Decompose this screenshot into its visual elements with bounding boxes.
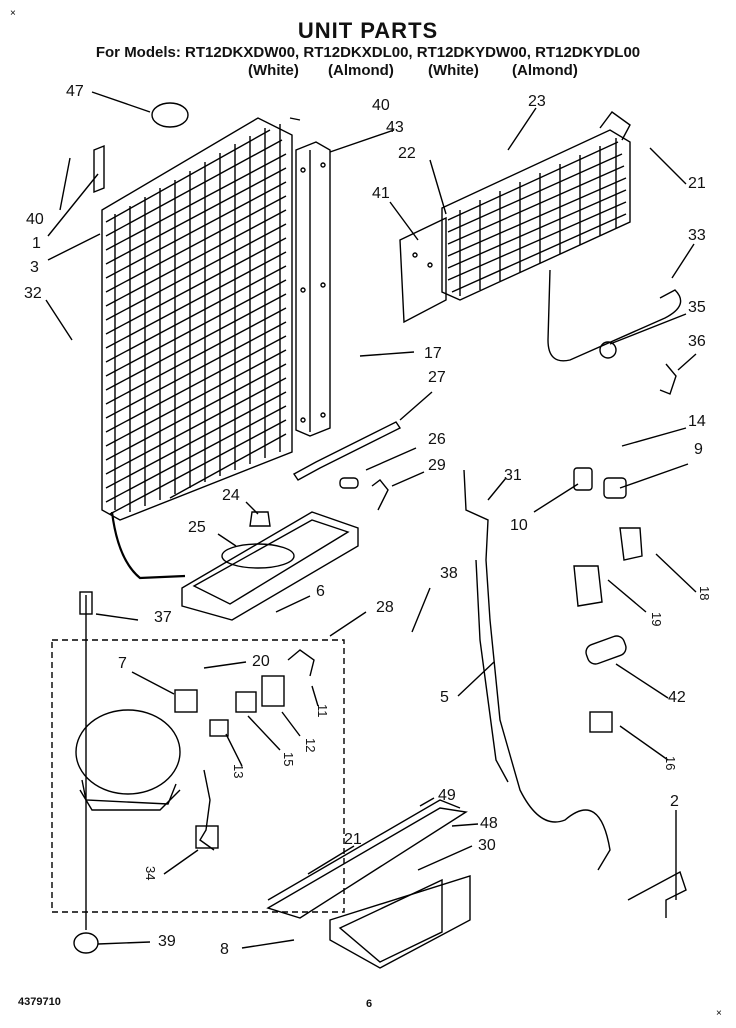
callout-7: 7 [118,655,127,672]
callout-37: 37 [154,609,172,626]
callout-30: 30 [478,837,496,854]
callout-43: 43 [386,119,404,136]
callout-5: 5 [440,689,449,706]
defrost-tube [547,269,682,362]
callout-38: 38 [440,565,458,582]
svg-text:×: × [10,8,16,19]
callout-26: 26 [428,431,446,448]
callout-24: 24 [222,487,240,504]
wrench [627,870,687,918]
clip [371,479,389,511]
callout-34: 34 [143,866,158,881]
callout-31: 31 [504,467,522,484]
callout-8: 8 [220,941,229,958]
callout-29: 29 [428,457,446,474]
heater-clip [603,477,627,499]
damper [151,102,189,128]
callout-12: 12 [303,738,318,753]
callout-6: 6 [316,583,325,600]
callout-15: 15 [281,752,296,767]
capacitor [585,635,627,665]
overload [235,691,257,713]
terminal-cover [209,719,229,737]
callout-33: 33 [688,227,706,244]
callout-28: 28 [376,599,394,616]
callout-40-top: 40 [372,97,390,114]
switch-19 [573,565,603,607]
condenser-bracket [295,141,331,437]
callout-42: 42 [668,689,686,706]
mounting-bolt [79,591,93,615]
callout-32: 32 [24,285,42,302]
callout-39: 39 [158,933,176,950]
color-label-almond-1: (Almond) [328,62,394,79]
callout-21-top: 21 [688,175,706,192]
callout-16: 16 [663,756,678,771]
callout-2: 2 [670,793,679,810]
page-number: 6 [366,998,373,1010]
callout-20: 20 [252,653,270,670]
callout-47: 47 [66,83,84,100]
drip-pan [181,511,359,621]
compressor [75,689,198,811]
thermistor [573,467,593,491]
callout-1: 1 [32,235,41,252]
color-label-white-1: (White) [248,62,299,79]
compressor-base [266,799,471,969]
callout-48: 48 [480,815,498,832]
clip-36 [659,363,677,395]
tube-section [475,559,509,783]
callout-14: 14 [688,413,706,430]
harness-connector [195,825,219,849]
callout-19: 19 [649,612,664,627]
terminal-16 [589,711,613,733]
callout-3: 3 [30,259,39,276]
wiring-harness [199,769,215,851]
suction-line [463,469,611,871]
color-label-white-2: (White) [428,62,479,79]
model-list: For Models: RT12DKXDW00, RT12DKXDL00, RT… [95,44,641,61]
grommet [73,932,99,954]
callout-10: 10 [510,517,528,534]
relay [261,675,285,707]
callout-18: 18 [697,586,712,601]
svg-text:×: × [716,1008,722,1019]
drier-filter [292,421,402,481]
page-title: UNIT PARTS [297,18,439,43]
callout-40-left: 40 [26,211,44,228]
callout-9: 9 [694,441,703,458]
callout-36: 36 [688,333,706,350]
callout-13: 13 [231,764,246,779]
callout-41: 41 [372,185,390,202]
evaporator-coil [399,111,631,324]
callout-21-bottom: 21 [344,831,362,848]
callout-49: 49 [438,787,456,804]
grommet-35 [599,341,617,359]
callout-11: 11 [315,704,330,718]
callout-23: 23 [528,93,546,110]
condenser-coil [101,117,293,580]
capillary-connector [339,477,359,489]
callout-17: 17 [424,345,442,362]
callout-22: 22 [398,145,416,162]
callout-25: 25 [188,519,206,536]
color-label-almond-2: (Almond) [512,62,578,79]
compressor-assembly-box [51,639,345,913]
clip-11 [287,649,315,677]
switch-18 [619,527,643,561]
callout-35: 35 [688,299,706,316]
part-number: 4379710 [18,996,61,1008]
bracket-1 [93,144,105,194]
callout-27: 27 [428,369,446,386]
